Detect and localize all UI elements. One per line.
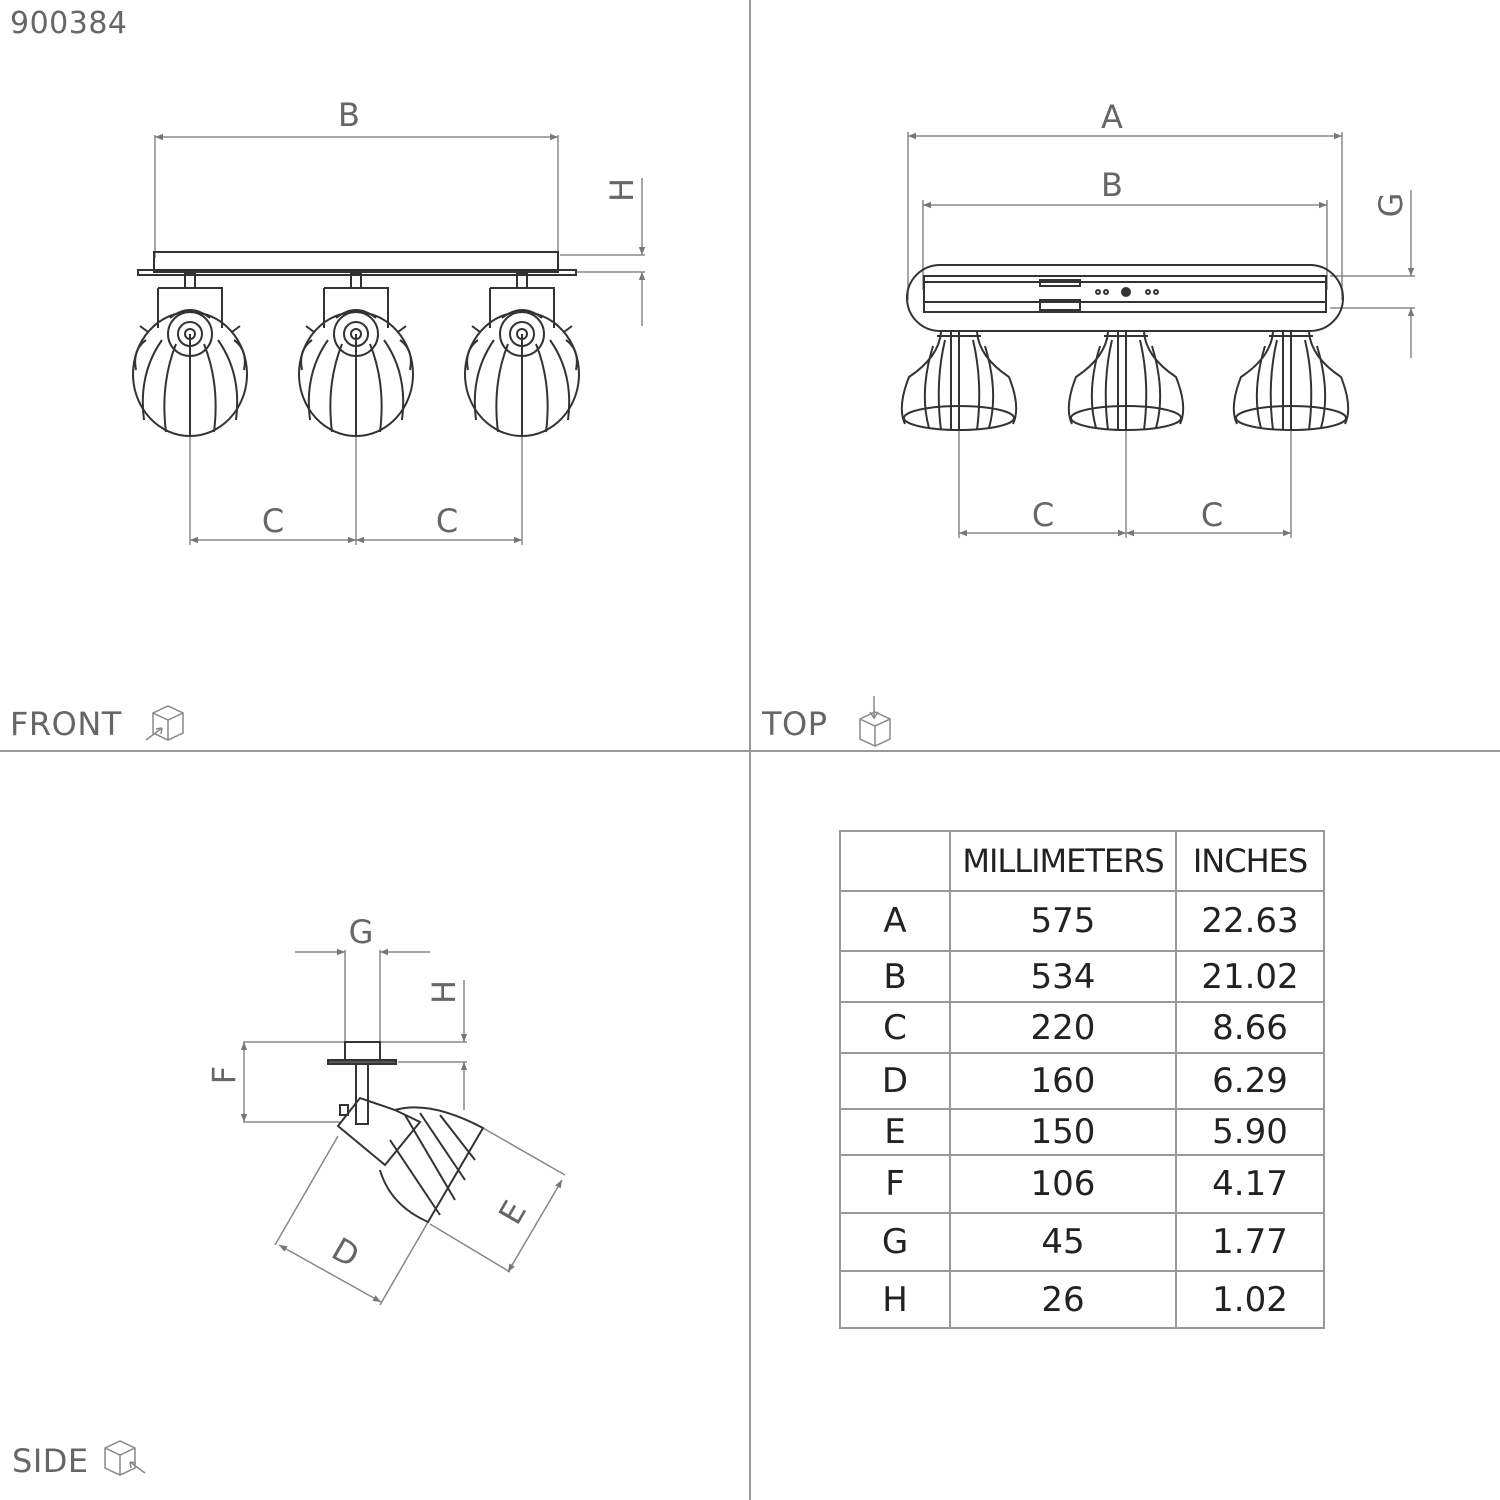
row-key: F: [839, 1154, 951, 1214]
row-key: H: [839, 1270, 951, 1329]
header-key: [839, 830, 951, 892]
row-mm: 220: [949, 1001, 1177, 1054]
side-view: [240, 948, 566, 1306]
header-inches: INCHES: [1175, 830, 1325, 892]
row-key: A: [839, 890, 951, 952]
dimension-table: MILLIMETERS INCHES A 575 22.63 B 534 21.…: [839, 830, 1325, 1329]
row-in: 21.02: [1175, 950, 1325, 1003]
horizontal-divider: [0, 750, 1500, 752]
table-row: E 150 5.90: [839, 1108, 1325, 1156]
cube-top-view-icon: [859, 696, 891, 747]
header-millimeters: MILLIMETERS: [949, 830, 1177, 892]
row-mm: 575: [949, 890, 1177, 952]
cube-front-view-icon: [145, 705, 184, 741]
table-header-row: MILLIMETERS INCHES: [839, 830, 1325, 892]
row-key: G: [839, 1212, 951, 1272]
front-view: [154, 133, 646, 545]
front-view-label: FRONT: [10, 705, 122, 743]
table-row: B 534 21.02: [839, 950, 1325, 1003]
table-row: D 160 6.29: [839, 1052, 1325, 1110]
row-in: 1.02: [1175, 1270, 1325, 1329]
row-key: B: [839, 950, 951, 1003]
product-code: 900384: [10, 6, 128, 41]
side-view-label: SIDE: [12, 1442, 89, 1480]
row-mm: 26: [949, 1270, 1177, 1329]
row-mm: 106: [949, 1154, 1177, 1214]
table-row: C 220 8.66: [839, 1001, 1325, 1054]
svg-text:C: C: [436, 502, 458, 540]
table-row: A 575 22.63: [839, 890, 1325, 952]
row-in: 22.63: [1175, 890, 1325, 952]
table-row: H 26 1.02: [839, 1270, 1325, 1329]
row-key: E: [839, 1108, 951, 1156]
row-mm: 534: [949, 950, 1177, 1003]
row-mm: 160: [949, 1052, 1177, 1110]
svg-text:D: D: [325, 1230, 365, 1275]
row-in: 6.29: [1175, 1052, 1325, 1110]
row-in: 5.90: [1175, 1108, 1325, 1156]
row-in: 4.17: [1175, 1154, 1325, 1214]
row-mm: 45: [949, 1212, 1177, 1272]
row-key: C: [839, 1001, 951, 1054]
svg-text:A: A: [1101, 98, 1123, 136]
row-key: D: [839, 1052, 951, 1110]
svg-text:C: C: [262, 502, 284, 540]
top-view: [907, 132, 1415, 538]
svg-text:E: E: [491, 1194, 534, 1231]
svg-text:G: G: [1372, 193, 1410, 218]
table-row: F 106 4.17: [839, 1154, 1325, 1214]
table-row: G 45 1.77: [839, 1212, 1325, 1272]
top-view-label: TOP: [762, 705, 828, 743]
svg-text:F: F: [205, 1066, 243, 1084]
svg-text:H: H: [603, 178, 641, 202]
svg-text:B: B: [338, 96, 360, 134]
row-in: 1.77: [1175, 1212, 1325, 1272]
svg-text:C: C: [1032, 496, 1054, 534]
svg-text:G: G: [349, 913, 374, 951]
cube-side-view-icon: [104, 1440, 146, 1476]
svg-text:H: H: [425, 980, 463, 1004]
row-in: 8.66: [1175, 1001, 1325, 1054]
svg-text:B: B: [1101, 166, 1123, 204]
svg-text:C: C: [1201, 496, 1223, 534]
row-mm: 150: [949, 1108, 1177, 1156]
